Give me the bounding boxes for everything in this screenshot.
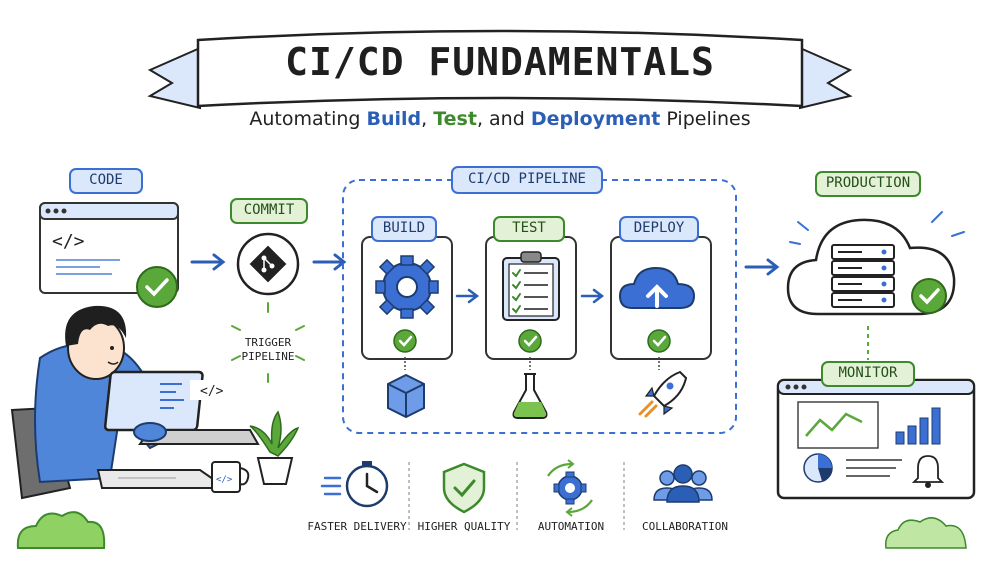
subtitle-build: Build xyxy=(366,108,422,130)
label-pills xyxy=(69,166,921,387)
trigger-dashes xyxy=(231,302,305,383)
subtitle-part: Pipelines xyxy=(660,108,751,130)
benefit-automation: AUTOMATION xyxy=(537,520,605,533)
bell-icon xyxy=(911,455,945,488)
test-card xyxy=(485,236,577,360)
commit-label: COMMIT xyxy=(243,202,295,218)
benefit-higher-quality: HIGHER QUALITY xyxy=(417,520,511,533)
title-banner xyxy=(147,29,853,110)
page-subtitle: Automating Build, Test, and Deployment P… xyxy=(240,108,760,130)
stopwatch-icon xyxy=(320,461,389,508)
flask-icon xyxy=(512,373,548,419)
subtitle-part: , xyxy=(421,108,434,130)
build-card xyxy=(361,236,453,360)
git-commit-icon xyxy=(236,232,300,296)
bush-left xyxy=(16,511,106,549)
deploy-label: DEPLOY xyxy=(633,220,685,236)
benefit-collaboration: COLLABORATION xyxy=(641,520,729,533)
arrow-build-to-test xyxy=(455,288,480,304)
clipboard-checklist-icon xyxy=(502,251,560,321)
code-label: CODE xyxy=(89,172,123,188)
arrow-code-to-commit xyxy=(190,253,226,271)
production-label: PRODUCTION xyxy=(825,175,911,191)
svg-text:</>: </> xyxy=(52,231,85,252)
code-check-icon xyxy=(136,266,178,308)
artifact-cube-icon xyxy=(387,373,425,419)
deploy-card xyxy=(610,236,712,360)
arrow-commit-to-pipeline xyxy=(312,253,347,271)
coffee-mug-icon: </> xyxy=(211,461,250,493)
test-label: TEST xyxy=(512,220,546,236)
pipeline-label: CI/CD PIPELINE xyxy=(467,171,586,187)
server-stack-icon xyxy=(831,244,895,308)
monitor-dashboard xyxy=(776,378,976,500)
team-icon xyxy=(653,464,713,503)
page-title: CI/CD FUNDAMENTALS xyxy=(285,40,715,84)
subtitle-part: Automating xyxy=(249,108,367,130)
shield-check-icon xyxy=(442,462,486,514)
production-check-icon xyxy=(911,278,947,314)
rocket-icon xyxy=(638,370,688,418)
gear-cycle-icon xyxy=(547,459,593,517)
benefit-separators xyxy=(408,462,625,530)
subtitle-test: Test xyxy=(433,108,477,130)
subtitle-deployment: Deployment xyxy=(530,108,661,130)
benefit-faster-delivery: FASTER DELIVERY xyxy=(307,520,407,533)
monitor-label: MONITOR xyxy=(838,365,898,381)
arrow-test-to-deploy xyxy=(580,288,605,304)
arrow-pipeline-to-production xyxy=(744,258,780,276)
developer-illustration: </> xyxy=(10,305,260,500)
build-label: BUILD xyxy=(382,220,426,236)
bush-right xyxy=(885,517,967,549)
potted-plant-icon xyxy=(249,410,300,485)
svg-text:</>: </> xyxy=(200,384,224,399)
cloud-upload-icon xyxy=(618,266,696,309)
code-window: </> xyxy=(39,202,179,294)
trigger-label-line1: TRIGGER xyxy=(244,336,292,349)
gear-icon xyxy=(375,255,439,319)
svg-text:</>: </> xyxy=(216,475,233,485)
trigger-label-line2: PIPELINE xyxy=(241,350,295,363)
subtitle-part: , and xyxy=(476,108,531,130)
